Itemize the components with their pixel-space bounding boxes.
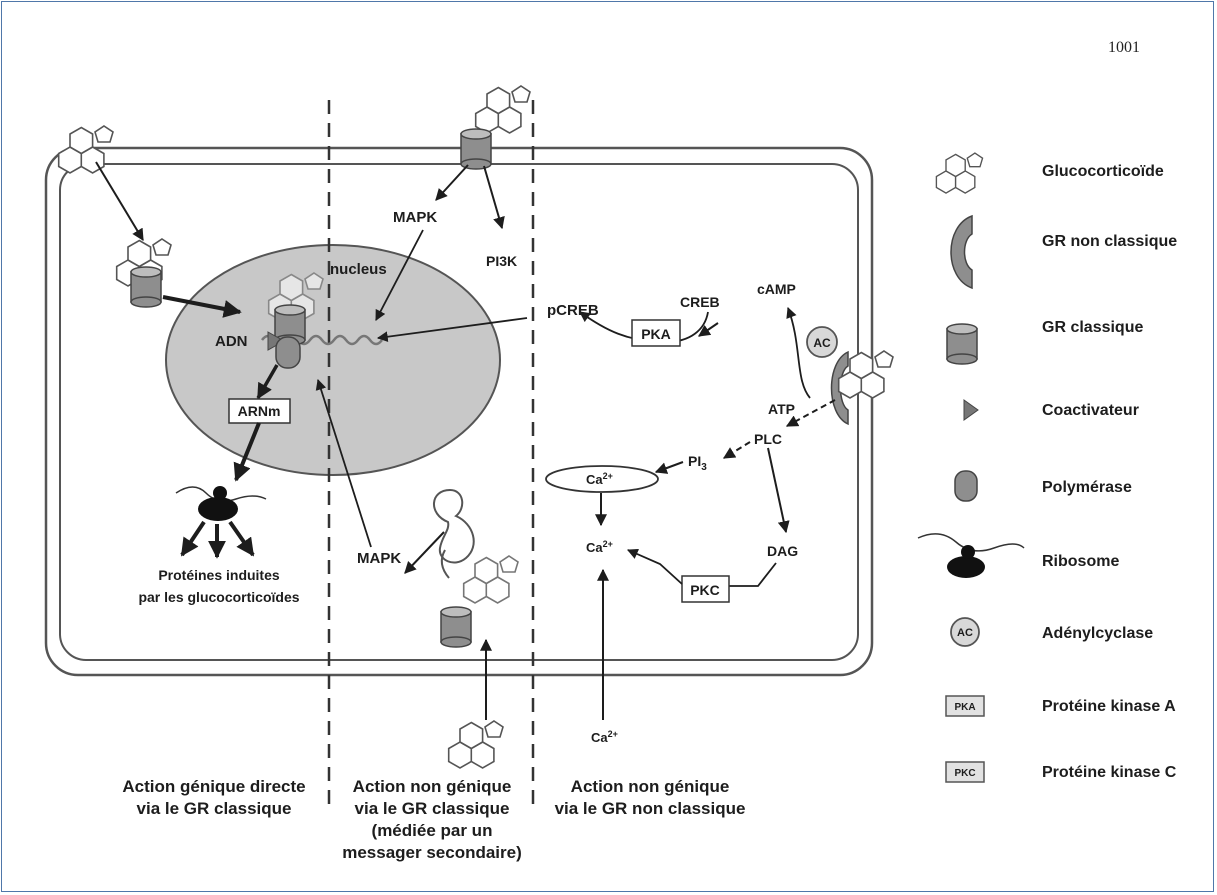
ca-bottom-label: Ca2+ bbox=[591, 729, 618, 745]
ca-store-label: Ca2+ bbox=[586, 471, 613, 487]
arnm-box bbox=[228, 398, 291, 424]
pcreb-label: pCREB bbox=[547, 302, 599, 319]
legend-label-ribosome: Ribosome bbox=[1042, 553, 1119, 570]
nonclassical-gr-icon bbox=[950, 214, 973, 290]
glucocorticoid-icon bbox=[462, 555, 519, 604]
dag-to-pkc-line bbox=[728, 562, 777, 587]
proteins-label-line1: Protéines induites bbox=[158, 567, 280, 583]
mapk-top-label: MAPK bbox=[393, 209, 437, 226]
adn-label: ADN bbox=[215, 333, 248, 350]
pkc-box bbox=[681, 575, 730, 603]
glucocorticoid-icon bbox=[935, 152, 984, 194]
atp-to-camp-arrow bbox=[786, 306, 811, 399]
receptor-tether bbox=[440, 549, 450, 579]
protein-arrow-right bbox=[228, 520, 255, 557]
legend-label-adenylcyclase: Adénylcyclase bbox=[1042, 625, 1153, 642]
nucleus bbox=[165, 244, 501, 476]
legend-pkc-badge: PKC bbox=[954, 768, 975, 779]
protein-arrow-left bbox=[180, 520, 206, 557]
receptor-complex bbox=[433, 488, 475, 564]
gr-to-nucleus-arrow bbox=[162, 295, 242, 318]
glucocorticoid-icon bbox=[474, 85, 531, 134]
mapk-to-nucleus-arrow bbox=[315, 378, 372, 548]
plc-to-dag-arrow bbox=[767, 447, 790, 534]
glucocorticoid-icon bbox=[57, 125, 114, 174]
ca-mid-label: Ca2+ bbox=[586, 539, 613, 555]
pkc-to-ca-arrow bbox=[627, 548, 683, 585]
legend-label-coactivator: Coactivateur bbox=[1042, 402, 1139, 419]
camp-label: cAMP bbox=[757, 281, 796, 297]
glucocorticoid-icon bbox=[447, 720, 504, 769]
polymerase-icon bbox=[275, 336, 301, 369]
pkc-icon bbox=[945, 761, 985, 783]
camp-to-pka-arrow bbox=[698, 322, 719, 337]
col2-caption-line4: messager secondaire) bbox=[342, 843, 522, 862]
col2-caption-line1: Action non génique bbox=[353, 777, 512, 796]
steroid-entry-arrow bbox=[95, 161, 144, 242]
pka-box bbox=[631, 319, 681, 347]
atp-label: ATP bbox=[768, 401, 795, 417]
adenylcyclase-icon bbox=[806, 326, 838, 358]
ribosome-subunit bbox=[961, 545, 975, 559]
pi3k-label: PI3K bbox=[486, 253, 517, 269]
cell-membrane-inner bbox=[59, 163, 859, 661]
pkc-label: PKC bbox=[690, 582, 720, 598]
mapk-bottom-label: MAPK bbox=[357, 550, 401, 567]
polymerase-icon bbox=[954, 470, 978, 502]
pka-icon bbox=[945, 695, 985, 717]
adenylcyclase-icon bbox=[950, 617, 980, 647]
gr-to-pi3k-arrow bbox=[483, 165, 505, 230]
pi3-to-store-arrow bbox=[654, 461, 684, 474]
classical-gr-icon bbox=[460, 128, 492, 170]
col2-caption-line3: (médiée par un bbox=[372, 821, 493, 840]
ribosome-icon bbox=[198, 497, 238, 521]
legend-label-nonclassical-gr: GR non classique bbox=[1042, 233, 1177, 250]
col1-caption-line2: via le GR classique bbox=[137, 799, 292, 818]
transcription-arrow bbox=[256, 364, 279, 400]
pka-label: PKA bbox=[641, 326, 671, 342]
legend-label-pkc: Protéine kinase C bbox=[1042, 764, 1177, 781]
col3-caption-line1: Action non génique bbox=[571, 777, 730, 796]
legend: Glucocorticoïde GR non classique GR clas… bbox=[917, 152, 1177, 783]
creb-label: CREB bbox=[680, 294, 720, 310]
ribosome-subunit bbox=[213, 486, 227, 500]
legend-pka-badge: PKA bbox=[954, 702, 975, 713]
page-number: 1001 bbox=[1108, 39, 1140, 56]
coactivator-icon bbox=[963, 399, 979, 421]
col3-caption-line2: via le GR non classique bbox=[555, 799, 746, 818]
plc-label: PLC bbox=[754, 431, 782, 447]
col1-caption-line1: Action génique directe bbox=[122, 777, 305, 796]
gr-to-plc-arrow bbox=[785, 399, 836, 427]
complex-to-mapk-arrow bbox=[404, 531, 445, 574]
proteins-label-line2: par les glucocorticoïdes bbox=[138, 589, 299, 605]
legend-label-glucocorticoid: Glucocorticoïde bbox=[1042, 163, 1164, 180]
arnm-label: ARNm bbox=[238, 403, 281, 419]
legend-label-classical-gr: GR classique bbox=[1042, 319, 1143, 336]
calcium-store bbox=[545, 465, 659, 493]
legend-label-pka: Protéine kinase A bbox=[1042, 698, 1176, 715]
col2-caption-line2: via le GR classique bbox=[355, 799, 510, 818]
pi3-label: PI3 bbox=[688, 453, 707, 473]
gr-to-mapk-arrow bbox=[435, 164, 469, 201]
legend-label-polymerase: Polymérase bbox=[1042, 479, 1132, 496]
classical-gr-icon bbox=[440, 606, 472, 648]
legend-ac-badge: AC bbox=[957, 627, 973, 639]
classical-gr-icon bbox=[946, 323, 978, 365]
pcreb-to-dna-arrow bbox=[376, 317, 528, 343]
cell-membrane-outer bbox=[44, 146, 874, 677]
nucleus-label: nucleus bbox=[330, 261, 387, 278]
mapk-to-dna-arrow bbox=[375, 229, 424, 321]
classical-gr-icon bbox=[130, 266, 162, 308]
translation-arrow bbox=[233, 422, 261, 482]
ac-label: AC bbox=[813, 336, 831, 350]
dag-label: DAG bbox=[767, 543, 798, 559]
plc-to-pi3-arrow bbox=[722, 441, 751, 459]
ribosome-icon bbox=[947, 556, 985, 578]
